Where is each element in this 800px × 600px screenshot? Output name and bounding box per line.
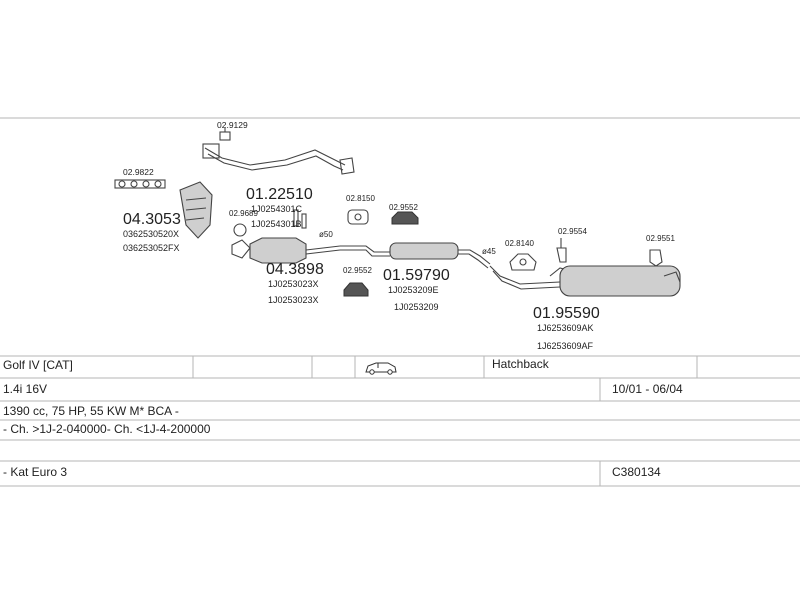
part-02-9822: 02.9822 <box>123 167 154 177</box>
car-icon <box>365 362 397 375</box>
ref-1j0254301c: 1J0254301C <box>251 204 303 214</box>
part-04-3898: 04.3898 <box>266 261 324 278</box>
ref-1j0253023x-b: 1J0253023X <box>268 295 319 305</box>
spec-cell: 1390 cc, 75 HP, 55 KW M* BCA - <box>3 404 179 418</box>
kat-cell: - Kat Euro 3 <box>3 465 67 479</box>
dates-cell: 10/01 - 06/04 <box>612 382 683 396</box>
ref-1j6253609ak: 1J6253609AK <box>537 323 594 333</box>
part-02-8150: 02.8150 <box>346 194 375 203</box>
part-02-8140: 02.8140 <box>505 239 534 248</box>
part-04-3053: 04.3053 <box>123 211 181 228</box>
chassis-cell: - Ch. >1J-2-040000- Ch. <1J-4-200000 <box>3 422 211 436</box>
part-02-9551: 02.9551 <box>646 234 675 243</box>
body-type-cell: Hatchback <box>492 357 550 371</box>
ref-036253052fx: 036253052FX <box>123 243 180 253</box>
code-cell: C380134 <box>612 465 661 479</box>
info-table <box>0 355 800 487</box>
engine-cell: 1.4i 16V <box>3 382 47 396</box>
gasket-set-drawing <box>114 179 166 189</box>
middle-silencer-drawing <box>340 242 491 269</box>
part-02-9552-lower: 02.9552 <box>343 266 372 275</box>
mount-drawing <box>509 253 537 271</box>
model-cell: Golf IV [CAT] <box>3 358 73 372</box>
ref-1j0253209: 1J0253209 <box>394 302 439 312</box>
ref-1j0254301b: 1J0254301B <box>251 219 302 229</box>
ref-1j0253209e: 1J0253209E <box>388 285 439 295</box>
part-02-9554: 02.9554 <box>558 227 587 236</box>
bracket-drawing <box>556 238 567 263</box>
rubber-mount-drawing <box>347 209 369 225</box>
hanger-drawing <box>649 249 663 267</box>
clamp-upper-drawing <box>391 211 419 225</box>
rear-silencer-drawing <box>489 265 681 297</box>
ref-1j0253023x-a: 1J0253023X <box>268 279 319 289</box>
part-01-95590: 01.95590 <box>533 305 600 322</box>
ref-1j6253609af: 1J6253609AF <box>537 341 594 351</box>
manifold-catalyst-drawing <box>179 181 213 239</box>
pipe-diameter-50: ø50 <box>319 230 333 239</box>
ring-gasket-drawing <box>233 223 247 237</box>
part-01-59790: 01.59790 <box>383 267 450 284</box>
ref-0362530520x: 0362530520X <box>123 229 179 239</box>
part-02-9129: 02.9129 <box>217 120 248 130</box>
front-pipe-drawing <box>202 128 355 175</box>
catalytic-converter-drawing <box>231 237 341 264</box>
part-01-22510: 01.22510 <box>246 186 313 203</box>
part-02-9689: 02.9689 <box>229 209 258 218</box>
clamp-lower-drawing <box>343 282 369 297</box>
pipe-diameter-45: ø45 <box>482 247 496 256</box>
bolt-set-drawing <box>293 209 307 229</box>
part-02-9552-upper: 02.9552 <box>389 203 418 212</box>
